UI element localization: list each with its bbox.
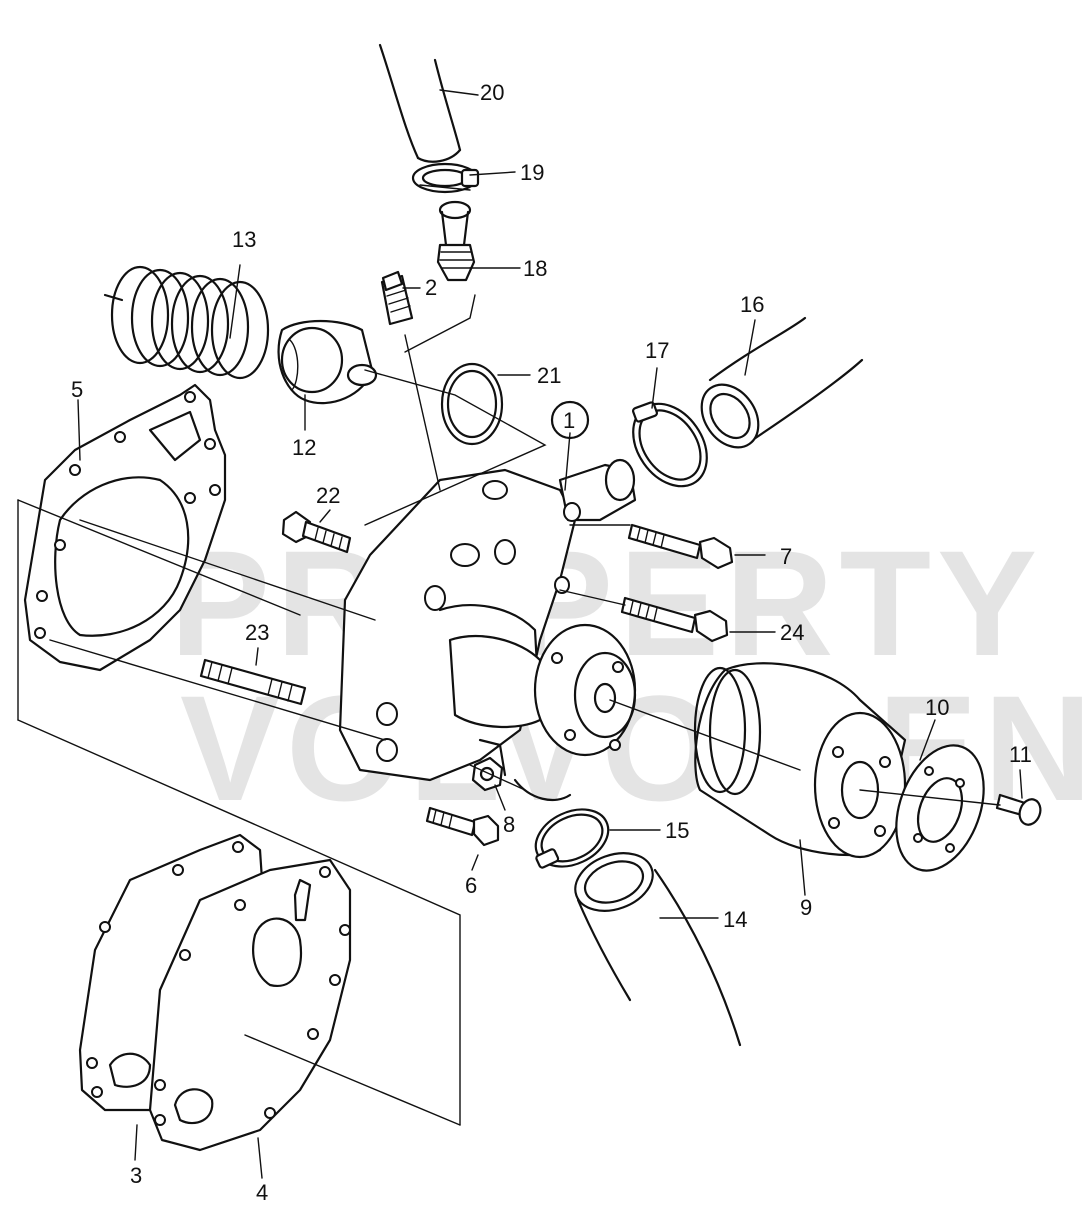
callout-22: 22 [316,483,340,508]
stud-part-23 [199,658,307,706]
callout-11: 11 [1009,742,1032,767]
callout-17: 17 [645,338,669,363]
callout-9: 9 [800,895,812,920]
callout-3: 3 [130,1163,142,1188]
cover-plate-part-4 [148,858,352,1152]
callout-19: 19 [520,160,544,185]
thermostat-part-12 [277,319,378,405]
leader-lines [17,89,1023,1179]
callout-13: 13 [232,227,256,252]
o-ring-part-21 [440,362,504,446]
callout-14: 14 [723,907,747,932]
bolt-part-24 [620,596,729,643]
callout-circle-1 [550,400,590,440]
callout-16: 16 [740,292,764,317]
hose-part-14 [574,852,742,1047]
callout-21: 21 [537,363,561,388]
hose-part-20 [378,43,462,163]
hose-clamp-part-15 [534,808,610,869]
pulley-part-9 [693,662,907,859]
callout-labels: 20 19 18 2 13 12 21 16 17 1 5 22 7 24 23… [71,80,1032,1205]
plug-part-2 [380,270,414,326]
hose-part-16 [700,316,864,449]
nipple-part-18 [436,200,476,282]
bolt-part-6 [425,806,500,847]
hose-clamp-part-19 [411,162,480,194]
callout-24: 24 [780,620,804,645]
callout-23: 23 [245,620,269,645]
callout-10: 10 [925,695,949,720]
bolt-part-7 [627,523,734,570]
callout-12: 12 [292,435,316,460]
stud-part-22 [281,510,352,554]
pump-housing-part-1 [338,458,637,802]
callout-4: 4 [256,1180,268,1205]
bolt-part-11 [995,793,1042,826]
callout-20: 20 [480,80,504,105]
nut-part-8 [471,756,504,792]
callout-8: 8 [503,812,515,837]
hose-clamp-part-17 [632,401,708,488]
callout-2: 2 [425,275,437,300]
callout-5: 5 [71,377,83,402]
callout-15: 15 [665,818,689,843]
callout-1: 1 [563,408,575,433]
callout-7: 7 [780,544,792,569]
callout-18: 18 [523,256,547,281]
spring-part-13 [103,265,270,380]
gasket-part-5 [23,383,227,672]
callout-6: 6 [465,873,477,898]
